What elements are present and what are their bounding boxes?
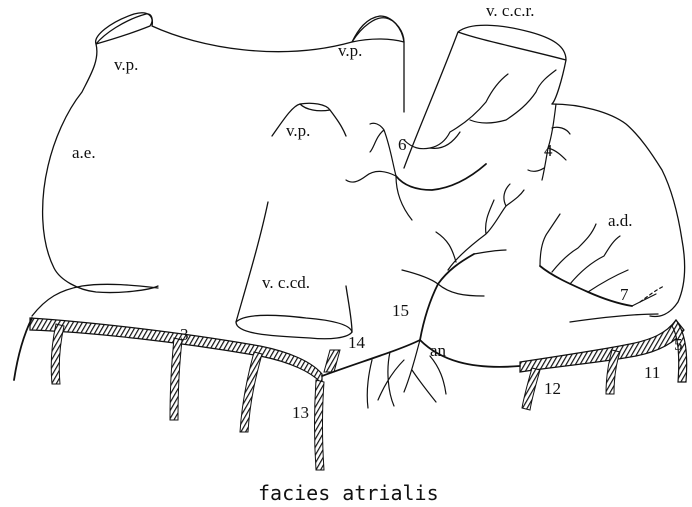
number-3: 3 bbox=[180, 325, 189, 344]
label-vccd: v. c.cd. bbox=[262, 273, 310, 292]
inferior-vena-cava-outline bbox=[236, 202, 352, 339]
number-7: 7 bbox=[620, 285, 629, 304]
figure-caption: facies atrialis bbox=[258, 481, 439, 505]
number-6: 6 bbox=[398, 135, 407, 154]
branch-13 bbox=[315, 380, 325, 470]
left-atrium-lower-contour bbox=[32, 284, 158, 316]
number-13: 13 bbox=[292, 403, 309, 422]
label-vccr: v. c.c.r. bbox=[486, 1, 534, 20]
superior-vena-cava-outline bbox=[404, 25, 566, 168]
label-vp-left: v.p. bbox=[114, 55, 138, 74]
number-15: 15 bbox=[392, 301, 409, 320]
branch-left-1 bbox=[51, 324, 64, 384]
number-4: 4 bbox=[544, 141, 553, 160]
vessel-6-trunk bbox=[396, 164, 486, 190]
number-14: 14 bbox=[348, 333, 366, 352]
left-edge-vessel bbox=[14, 318, 32, 380]
right-atrium-lower-contour bbox=[570, 314, 658, 322]
vessel-15-trunk bbox=[420, 254, 474, 340]
number-5: 5 bbox=[674, 335, 683, 354]
inferior-vena-cava-opening bbox=[236, 315, 352, 332]
label-vp-center: v.p. bbox=[286, 121, 310, 140]
vessel-6-branches bbox=[346, 70, 556, 220]
branch-12 bbox=[522, 368, 540, 410]
vessel-7-trunk bbox=[540, 266, 632, 306]
vessel-7-branches bbox=[540, 214, 656, 306]
vessel-15-branches bbox=[402, 184, 524, 296]
branch-14-stub bbox=[324, 350, 340, 372]
label-ae: a.e. bbox=[72, 143, 96, 162]
branch-left-3 bbox=[240, 352, 262, 432]
number-11: 11 bbox=[644, 363, 660, 382]
label-an: an bbox=[430, 341, 447, 360]
label-ad: a.d. bbox=[608, 211, 633, 230]
number-12: 12 bbox=[544, 379, 561, 398]
branch-left-2 bbox=[170, 338, 182, 420]
label-vp-right: v.p. bbox=[338, 41, 362, 60]
